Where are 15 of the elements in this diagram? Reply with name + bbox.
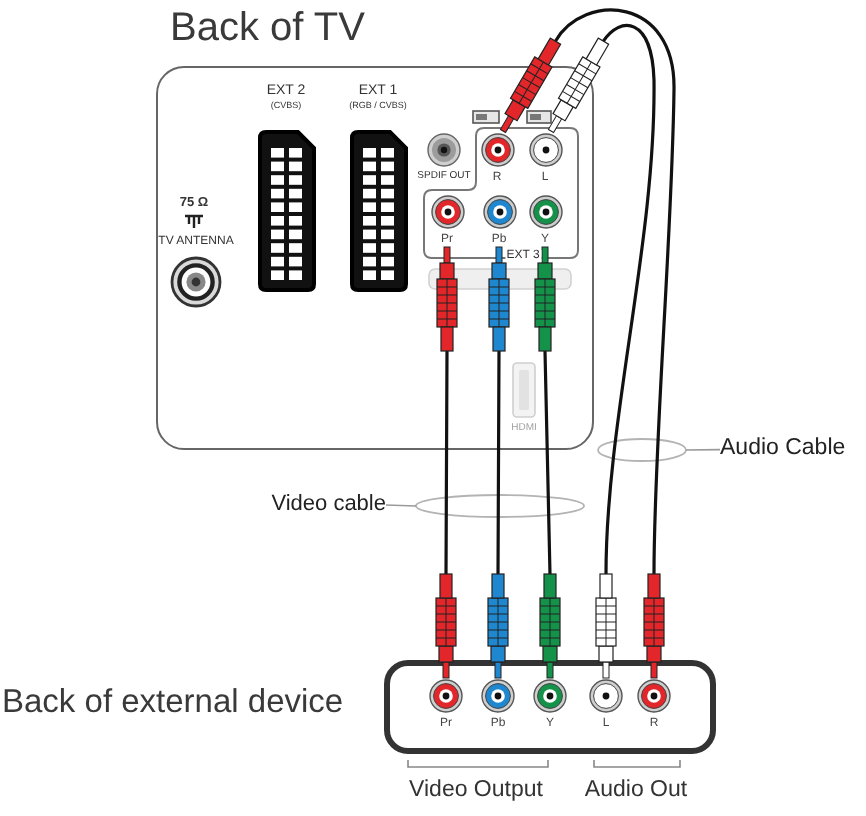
bracket-label: Audio Out <box>584 780 688 803</box>
cable <box>487 246 510 679</box>
cable-bundle-ellipse <box>415 494 585 518</box>
cable <box>534 246 561 679</box>
cable <box>547 24 656 679</box>
cable-bundle-ellipse <box>597 438 687 462</box>
leader-line <box>685 448 721 451</box>
bracket-label: Video Output <box>409 780 543 803</box>
callout-text: Video cable <box>271 494 386 516</box>
callout-text: Audio Cable <box>720 438 846 461</box>
cable <box>435 246 458 679</box>
panel-heading: Back of external device <box>2 686 344 719</box>
cable <box>499 8 676 679</box>
panel-heading: Back of TV <box>170 8 365 48</box>
leader-line <box>385 504 417 507</box>
